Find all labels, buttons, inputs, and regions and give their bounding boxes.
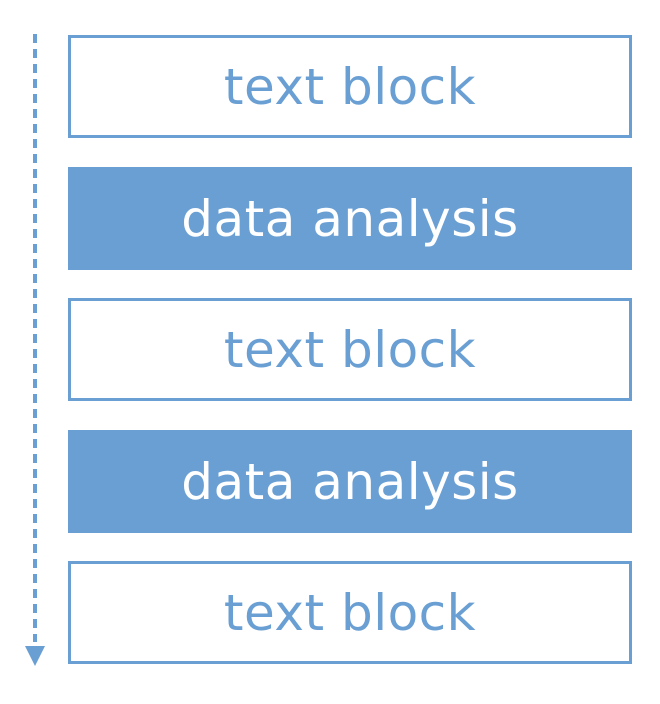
text-block-2-label: text block (223, 320, 477, 379)
data-analysis-block-2: data analysis (68, 430, 632, 533)
data-analysis-block-1-label: data analysis (181, 189, 519, 248)
text-block-1-label: text block (223, 57, 477, 116)
text-block-3: text block (68, 561, 632, 664)
text-block-1: text block (68, 35, 632, 138)
text-block-3-label: text block (223, 583, 477, 642)
text-block-2: text block (68, 298, 632, 401)
data-analysis-block-1: data analysis (68, 167, 632, 270)
data-analysis-block-2-label: data analysis (181, 452, 519, 511)
dashed-down-arrow-icon (25, 34, 45, 666)
flow-arrow-head (25, 646, 45, 666)
